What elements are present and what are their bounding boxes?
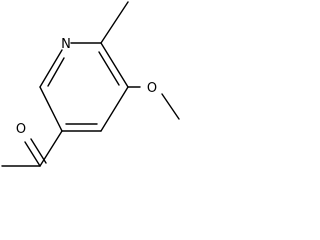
atom-label-carbonyl-oxygen: O (16, 122, 26, 137)
atom-label-ring-nitrogen: N (61, 37, 71, 52)
bond-methyl (100, 1, 129, 44)
bond-o-methyl (161, 93, 180, 120)
bond-c6-n (39, 49, 63, 88)
bond-carbonyl-o-2 (30, 138, 47, 164)
bond-carbonyl-o-1 (24, 141, 41, 167)
bond-c5-c6 (39, 86, 63, 132)
molecule-structure: N O O (1, 1, 180, 167)
bond-c3-c4 (100, 86, 129, 132)
ring-double-bond-c2-c3 (98, 51, 120, 86)
bond-c2-c3 (100, 42, 129, 88)
bond-c5-carbonyl (39, 130, 63, 167)
ring-double-bond-c6-n (47, 57, 65, 87)
atom-label-methoxy-oxygen: O (147, 81, 157, 96)
